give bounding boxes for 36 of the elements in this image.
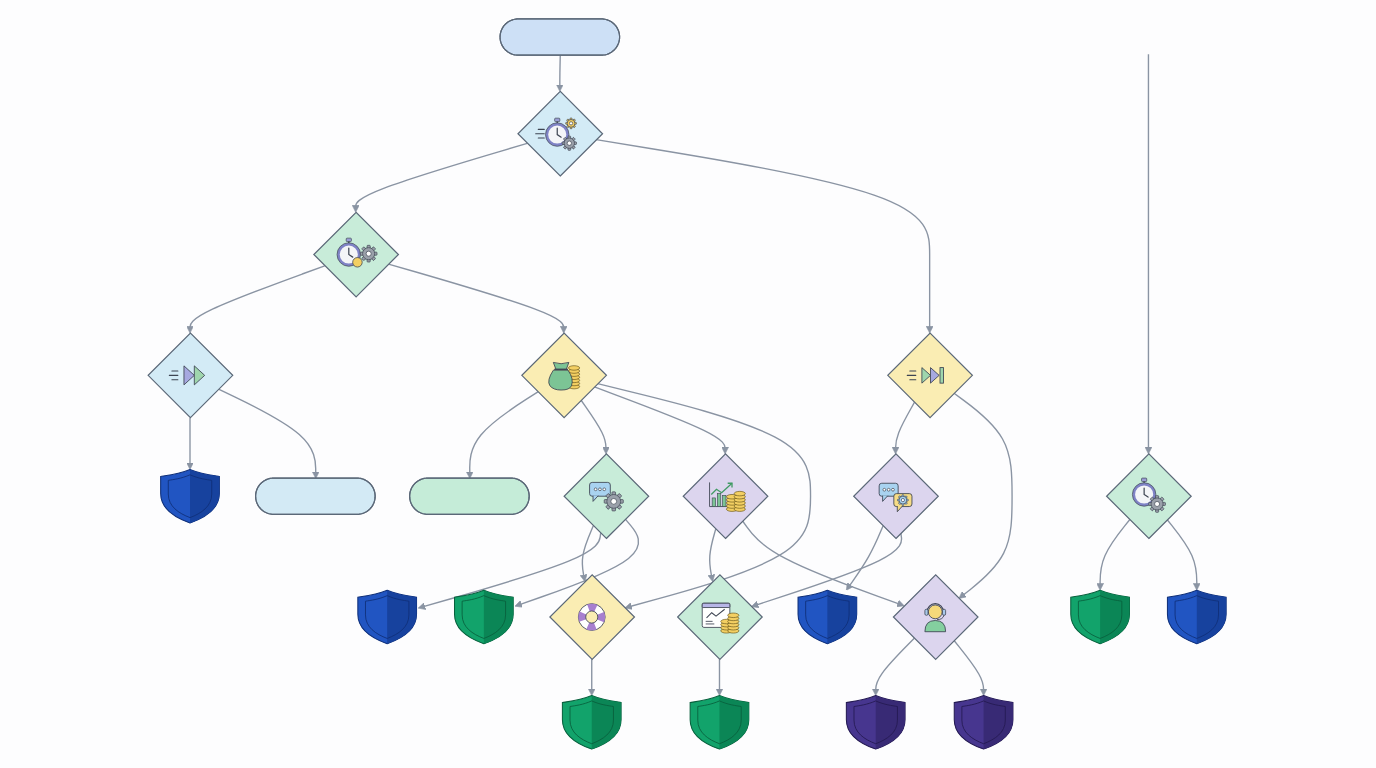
- arrow: [186, 265, 326, 334]
- arrow: [953, 392, 1013, 599]
- node-diamond: [892, 573, 979, 661]
- arrow: [707, 528, 717, 582]
- arrow: [1096, 519, 1131, 591]
- node-diamond: [147, 332, 234, 419]
- node-diamond: [520, 332, 608, 419]
- arrow: [1144, 53, 1153, 455]
- arrow: [871, 637, 915, 696]
- node-diamond: [682, 453, 769, 540]
- arrow: [556, 54, 564, 92]
- arrow: [845, 525, 884, 591]
- node-diamond: [1105, 453, 1193, 540]
- node-diamond: [886, 332, 974, 419]
- node-diamond: [852, 453, 940, 540]
- arrow: [715, 658, 724, 696]
- node-diamond: [549, 573, 636, 661]
- arrow: [465, 391, 539, 479]
- arrow: [186, 416, 194, 470]
- arrow: [1166, 519, 1201, 591]
- arrow: [891, 401, 916, 455]
- node-diamond: [676, 573, 764, 661]
- arrow: [587, 658, 596, 696]
- arrow: [387, 263, 568, 334]
- arrow: [593, 386, 729, 455]
- arrow: [580, 399, 610, 455]
- node-diamond: [517, 90, 604, 177]
- arrow: [596, 383, 812, 610]
- arrow: [579, 525, 594, 582]
- node-diamond: [563, 453, 650, 540]
- arrow: [351, 142, 528, 213]
- node-diamond: [313, 211, 400, 298]
- arrow: [417, 532, 602, 610]
- arrow: [514, 518, 640, 608]
- arrow: [953, 639, 988, 696]
- arrow: [741, 520, 905, 608]
